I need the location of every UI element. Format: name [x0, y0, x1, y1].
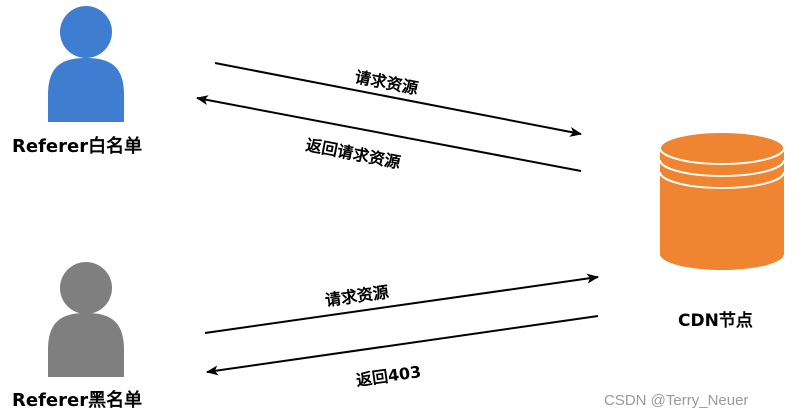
blacklist-user-icon — [48, 262, 124, 377]
black-response-label: 返回403 — [355, 362, 422, 390]
blacklist-user-head — [60, 262, 112, 314]
cdn-cylinder-band-1 — [659, 159, 785, 177]
black-response-arrow — [206, 315, 599, 376]
cdn-cylinder-top — [660, 132, 784, 164]
whitelist-user-icon — [48, 6, 124, 122]
white-request-arrow — [214, 62, 582, 137]
white-request-label: 请求资源 — [353, 67, 419, 98]
white-response-label: 返回请求资源 — [304, 135, 402, 172]
whitelist-user-body — [48, 58, 124, 122]
whitelist-label: Referer白名单 — [12, 135, 142, 157]
cdn-cylinder-rim — [659, 131, 785, 165]
watermark-text: CSDN @Terry_Neuer — [604, 392, 748, 409]
cdn-cylinder-band-2 — [659, 171, 785, 189]
white-response-arrow — [196, 95, 582, 172]
black-request-arrow — [204, 273, 599, 334]
cdn-database-icon — [659, 131, 785, 270]
blacklist-user-body — [48, 313, 124, 377]
whitelist-user-head — [60, 6, 112, 58]
cdn-label: CDN节点 — [678, 310, 753, 331]
black-request-label: 请求资源 — [324, 282, 390, 310]
cdn-cylinder-body — [660, 148, 784, 270]
blacklist-label: Referer黑名单 — [12, 389, 142, 411]
